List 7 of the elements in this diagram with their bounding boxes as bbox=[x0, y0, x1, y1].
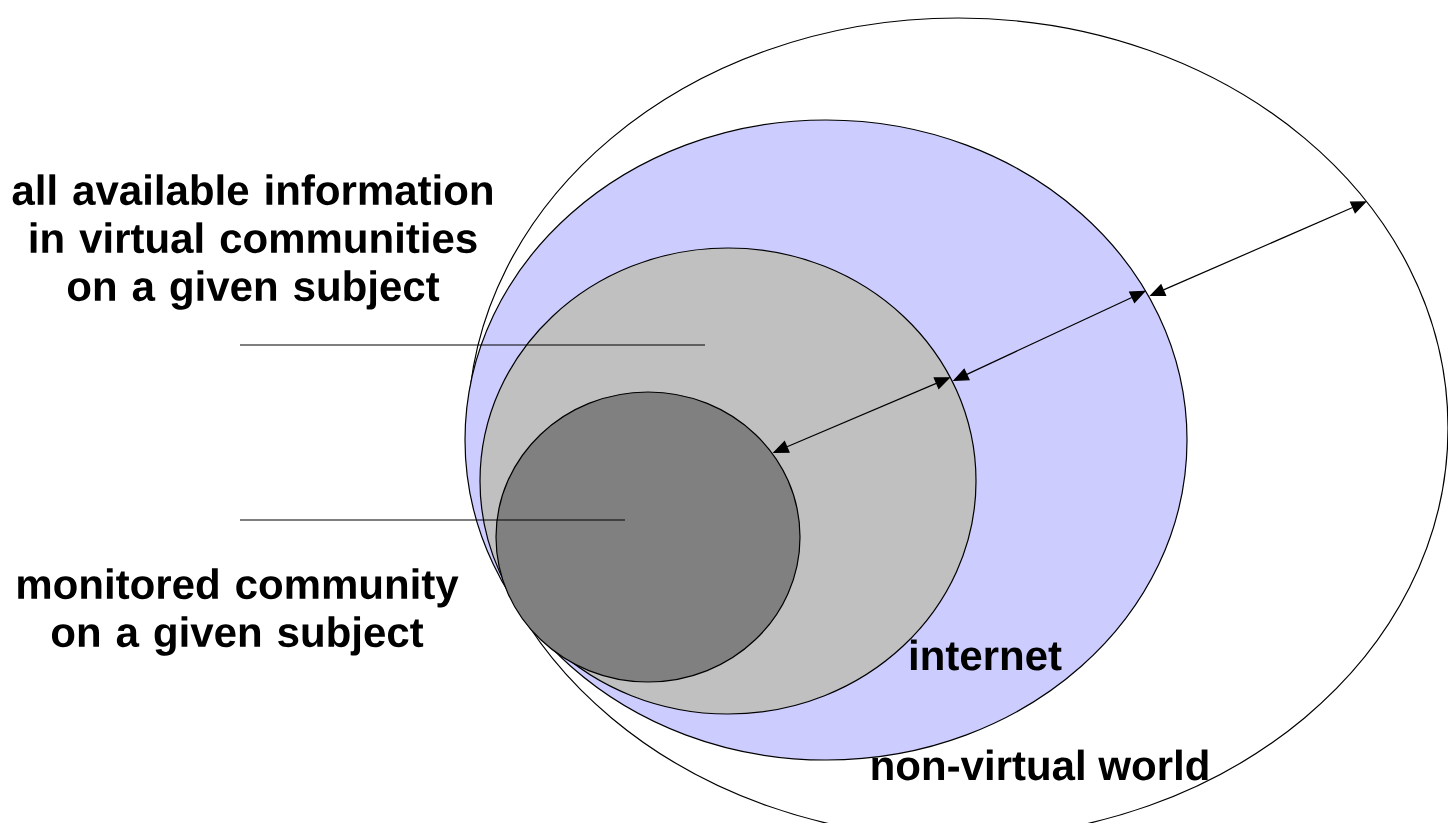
caption-text: all available information in virtual communities on a given subject bbox=[12, 174, 492, 310]
region-label: internet bbox=[910, 639, 1062, 671]
region-label: non-virtual world bbox=[872, 749, 1208, 781]
leader-line bbox=[239, 344, 706, 346]
ellipse bbox=[495, 391, 801, 683]
caption-text: monitored community on a given subject bbox=[18, 568, 459, 656]
leader-line bbox=[239, 519, 626, 521]
